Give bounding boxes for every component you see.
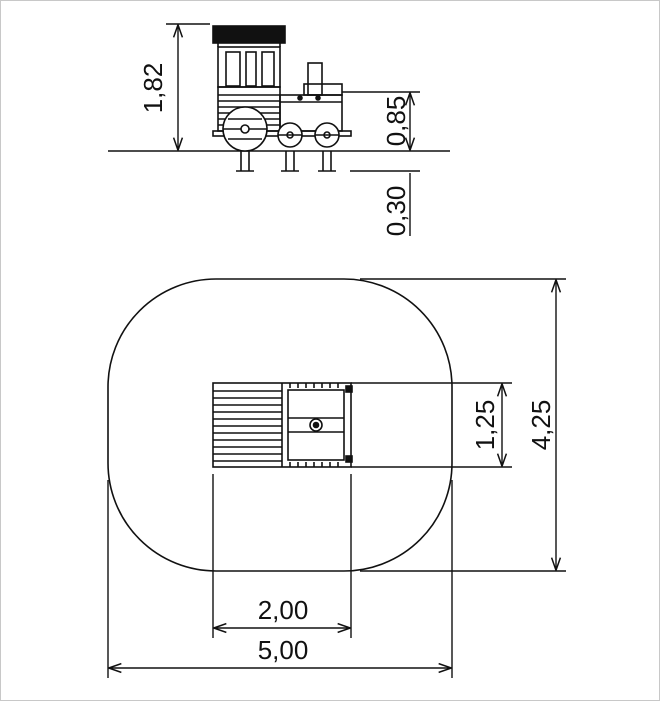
dim-height-total [166, 23, 210, 149]
label-equipment-length: 2,00 [258, 595, 309, 625]
side-view [108, 25, 450, 172]
cab-body [217, 46, 281, 88]
safety-area [107, 278, 453, 572]
label-equipment-width: 1,25 [470, 400, 500, 451]
label-footprint-length: 5,00 [258, 635, 309, 665]
dim-platform-height [342, 91, 420, 149]
plan-view [107, 278, 453, 572]
chimney [307, 62, 323, 96]
dim-footprint-width [360, 278, 566, 572]
label-height-total: 1,82 [138, 63, 168, 114]
dim-equipment-length [212, 474, 352, 638]
cab-roof [212, 25, 286, 44]
label-platform-height: 0,85 [381, 96, 411, 147]
label-footprint-width: 4,25 [526, 400, 556, 451]
dim-equipment-width [351, 382, 512, 468]
dim-footprint-length [107, 480, 453, 678]
dim-foundation-depth [350, 170, 420, 236]
label-foundation-depth: 0,30 [381, 186, 411, 237]
